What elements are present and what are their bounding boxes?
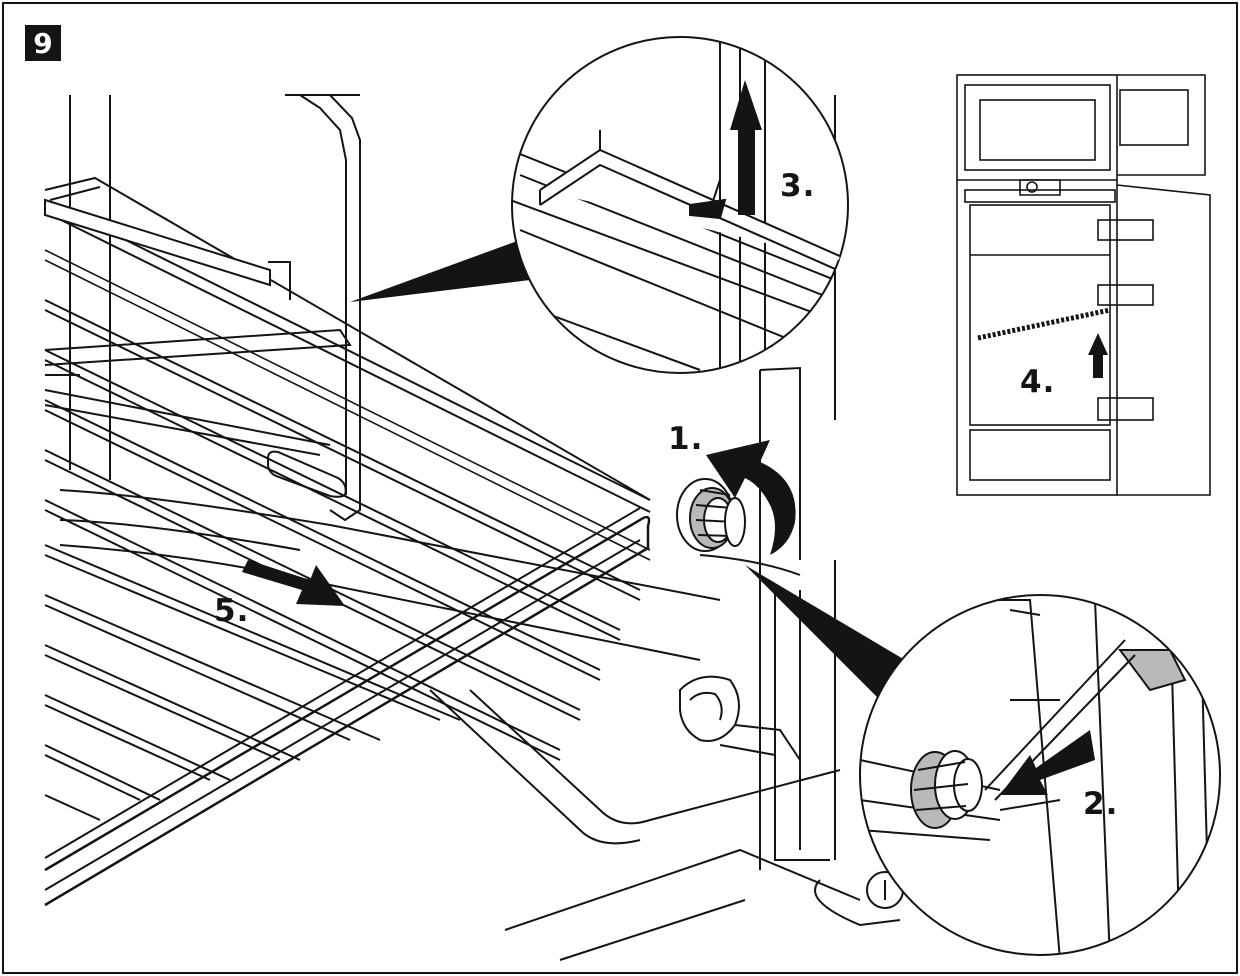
zoom-knob	[910, 750, 983, 829]
zoom-pointer-bottom	[745, 565, 905, 700]
step-label-1: 1.	[668, 421, 704, 457]
step-label-4: 4.	[1020, 364, 1056, 400]
zoom-pointer-top	[350, 240, 530, 302]
shelf-knob	[676, 478, 746, 552]
fridge-inset	[956, 74, 1211, 496]
up-arrow-icon	[730, 80, 762, 215]
step-label-3: 3.	[780, 168, 816, 204]
figure-number-badge: 9	[25, 25, 61, 61]
wire-shelf	[44, 176, 651, 907]
inset-up-arrow-icon	[1088, 333, 1108, 378]
step-label-2: 2.	[1083, 786, 1119, 822]
inset-shelf-rod	[977, 307, 1111, 341]
push-arrow-icon	[1000, 730, 1095, 795]
step-label-5: 5.	[214, 593, 250, 629]
curved-arrow-icon	[706, 440, 796, 555]
straight-arrow-icon	[242, 560, 345, 606]
